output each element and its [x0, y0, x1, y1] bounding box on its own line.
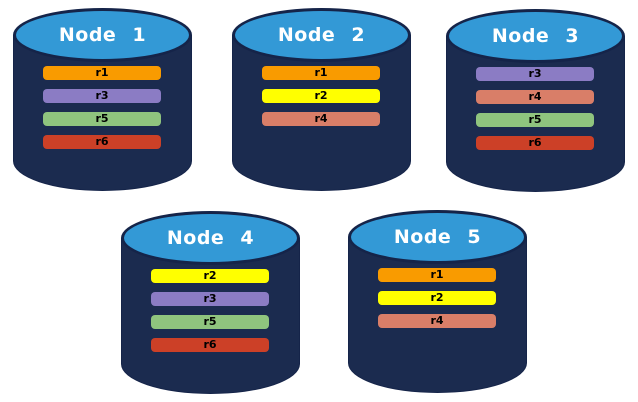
replica-bar-r6: r6 [476, 136, 594, 150]
replica-label: r2 [314, 89, 328, 102]
replica-bar-r4: r4 [476, 90, 594, 104]
replica-label: r4 [314, 112, 328, 125]
replica-bar-r5: r5 [151, 315, 269, 329]
node-1-cylinder: Node 1 r1 r3 r5 r6 [13, 8, 192, 191]
replica-bar-list: r1 r3 r5 r6 [43, 66, 161, 149]
cylinder-top-ellipse: Node 2 [232, 8, 411, 62]
node-title: Node 2 [277, 24, 366, 46]
replica-label: r5 [203, 315, 217, 328]
node-2-cylinder: Node 2 r1 r2 r4 [232, 8, 411, 191]
cylinder-top-ellipse: Node 4 [121, 211, 300, 265]
replica-bar-r5: r5 [476, 113, 594, 127]
replica-label: r3 [528, 67, 542, 80]
replica-bar-r3: r3 [476, 67, 594, 81]
replica-bar-r2: r2 [151, 269, 269, 283]
replica-bar-r3: r3 [151, 292, 269, 306]
replica-label: r3 [95, 89, 109, 102]
replica-bar-r2: r2 [378, 291, 496, 305]
cylinder-top-ellipse: Node 3 [446, 9, 625, 63]
cylinder-top-ellipse: Node 5 [348, 210, 527, 264]
replica-bar-r6: r6 [151, 338, 269, 352]
replica-bar-r4: r4 [378, 314, 496, 328]
replica-bar-list: r1 r2 r4 [262, 66, 380, 126]
replica-bar-r6: r6 [43, 135, 161, 149]
replica-label: r5 [95, 112, 109, 125]
replica-bar-r1: r1 [43, 66, 161, 80]
replica-label: r6 [203, 338, 217, 351]
replica-bar-list: r2 r3 r5 r6 [151, 269, 269, 352]
node-title: Node 3 [491, 25, 580, 47]
replica-bar-r1: r1 [378, 268, 496, 282]
replica-label: r4 [430, 314, 444, 327]
replica-label: r2 [203, 269, 217, 282]
replica-label: r5 [528, 113, 542, 126]
replica-bar-list: r1 r2 r4 [378, 268, 496, 328]
replica-bar-r2: r2 [262, 89, 380, 103]
replica-bar-r5: r5 [43, 112, 161, 126]
node-3-cylinder: Node 3 r3 r4 r5 r6 [446, 9, 625, 192]
replica-bar-r1: r1 [262, 66, 380, 80]
replica-label: r6 [528, 136, 542, 149]
replica-bar-r4: r4 [262, 112, 380, 126]
replica-label: r2 [430, 291, 444, 304]
replica-label: r1 [314, 66, 328, 79]
node-5-cylinder: Node 5 r1 r2 r4 [348, 210, 527, 393]
node-title: Node 4 [166, 227, 255, 249]
replica-label: r3 [203, 292, 217, 305]
replica-label: r1 [430, 268, 444, 281]
replica-label: r4 [528, 90, 542, 103]
replica-label: r1 [95, 66, 109, 79]
node-title: Node 1 [58, 24, 147, 46]
replica-label: r6 [95, 135, 109, 148]
replica-bar-list: r3 r4 r5 r6 [476, 67, 594, 150]
replica-bar-r3: r3 [43, 89, 161, 103]
cylinder-top-ellipse: Node 1 [13, 8, 192, 62]
node-title: Node 5 [393, 226, 482, 248]
node-4-cylinder: Node 4 r2 r3 r5 r6 [121, 211, 300, 394]
